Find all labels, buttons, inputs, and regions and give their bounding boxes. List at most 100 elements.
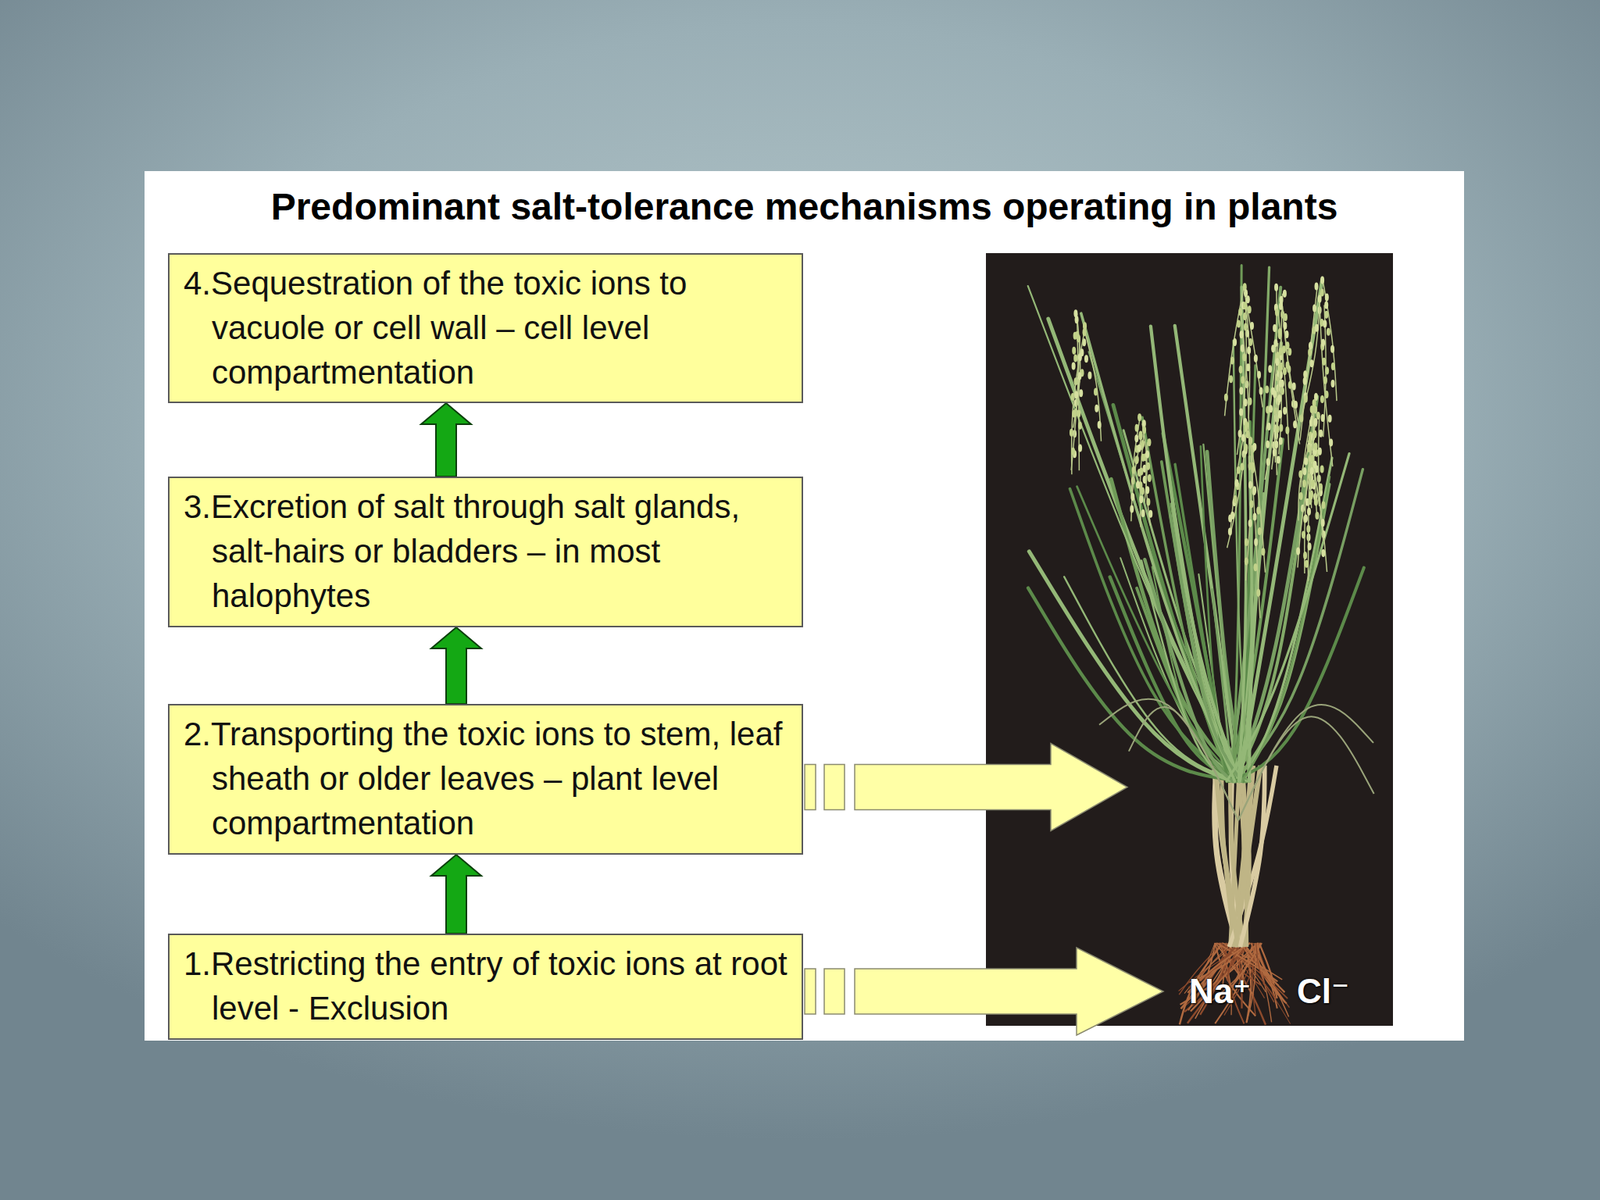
grain bbox=[1320, 288, 1325, 297]
grain bbox=[1320, 275, 1325, 284]
grain bbox=[1082, 328, 1087, 336]
grain bbox=[1239, 386, 1243, 395]
leaf-blade bbox=[1081, 313, 1236, 782]
grain bbox=[1264, 385, 1269, 393]
grain bbox=[1146, 462, 1150, 471]
grain bbox=[1301, 531, 1306, 540]
grain bbox=[1306, 525, 1311, 533]
grain bbox=[1243, 323, 1248, 332]
grain bbox=[1331, 379, 1336, 388]
grain bbox=[1314, 442, 1318, 451]
grain bbox=[1277, 394, 1282, 403]
grain bbox=[1257, 527, 1262, 536]
ion-label: Cl⁻ bbox=[1296, 971, 1350, 1011]
grain bbox=[1087, 371, 1092, 379]
grain bbox=[1069, 428, 1074, 437]
leaf-blade bbox=[1048, 318, 1244, 782]
grain bbox=[1134, 434, 1139, 443]
grain bbox=[1313, 417, 1318, 426]
grain bbox=[1320, 395, 1325, 404]
rice-plant bbox=[1028, 265, 1375, 1025]
panicle-branch bbox=[1301, 292, 1321, 417]
grain bbox=[1303, 514, 1308, 523]
panicle-branch bbox=[1230, 421, 1247, 535]
grain bbox=[1312, 430, 1317, 439]
grain bbox=[1272, 324, 1277, 333]
process-box: 2.Transporting the toxic ions to stem, l… bbox=[167, 703, 804, 855]
grain bbox=[1239, 330, 1244, 339]
grain bbox=[1314, 498, 1318, 507]
grain bbox=[1285, 360, 1290, 369]
grain bbox=[1309, 492, 1314, 500]
flow-arrow bbox=[421, 403, 472, 477]
grain bbox=[1275, 308, 1279, 317]
grain bbox=[1288, 381, 1293, 390]
pointer-arrows bbox=[804, 743, 1164, 1036]
grain bbox=[1278, 437, 1283, 446]
box-text: 3.Excretion of salt through salt glands,… bbox=[211, 484, 790, 618]
grain bbox=[1274, 283, 1279, 292]
arrow-tail-block bbox=[804, 764, 816, 811]
grain bbox=[1285, 341, 1290, 350]
leaf-blade bbox=[1226, 453, 1350, 782]
old-leaf bbox=[1128, 707, 1239, 821]
grain bbox=[1250, 461, 1255, 470]
grain bbox=[1084, 354, 1089, 363]
grain bbox=[1275, 425, 1279, 433]
grain bbox=[1071, 447, 1075, 456]
grain bbox=[1326, 328, 1331, 336]
grain bbox=[1252, 487, 1257, 496]
grain bbox=[1243, 443, 1248, 452]
arrow-tail-block bbox=[824, 968, 845, 1015]
grain bbox=[1298, 470, 1303, 479]
grain bbox=[1078, 353, 1083, 361]
grain bbox=[1075, 315, 1079, 324]
panicles bbox=[1069, 275, 1337, 618]
grain bbox=[1325, 293, 1329, 302]
panicle-branch bbox=[1131, 417, 1140, 492]
grain bbox=[1321, 549, 1325, 558]
grain bbox=[1138, 432, 1143, 440]
grain bbox=[1267, 364, 1272, 373]
grain bbox=[1278, 410, 1283, 419]
grain bbox=[1129, 505, 1134, 514]
grain bbox=[1328, 438, 1333, 447]
grain bbox=[1307, 507, 1311, 516]
arrow-tail-block bbox=[804, 968, 816, 1015]
grain bbox=[1243, 398, 1248, 407]
leaf-blade bbox=[1172, 496, 1242, 782]
grain bbox=[1137, 413, 1142, 422]
grain bbox=[1077, 371, 1082, 380]
grain bbox=[1292, 420, 1297, 429]
panicle-branch bbox=[1322, 279, 1337, 401]
grain bbox=[1331, 362, 1336, 371]
arrow-tail-block bbox=[824, 764, 845, 811]
grain bbox=[1134, 456, 1139, 465]
grain bbox=[1282, 345, 1286, 354]
panicle-branch bbox=[1083, 325, 1102, 442]
flow-arrow bbox=[431, 627, 482, 704]
grain bbox=[1276, 456, 1281, 465]
grain bbox=[1224, 393, 1229, 402]
grain bbox=[1278, 302, 1283, 311]
grain bbox=[1324, 300, 1329, 309]
grain bbox=[1299, 492, 1304, 500]
grain bbox=[1304, 560, 1309, 568]
grain bbox=[1274, 440, 1279, 449]
grain bbox=[1321, 339, 1325, 347]
grain bbox=[1328, 414, 1333, 423]
grain bbox=[1318, 482, 1323, 491]
leaf-blade bbox=[1028, 285, 1242, 782]
root-strand bbox=[1256, 942, 1290, 1008]
grain bbox=[1071, 346, 1076, 355]
grain bbox=[1233, 495, 1238, 504]
grain bbox=[1303, 370, 1308, 379]
process-box: 4.Sequestration of the toxic ions to vac… bbox=[167, 253, 804, 404]
grain bbox=[1303, 377, 1308, 386]
grain bbox=[1278, 328, 1283, 336]
flow-arrow bbox=[431, 854, 482, 934]
panicle-branch bbox=[1278, 312, 1290, 450]
grain bbox=[1246, 346, 1251, 355]
grain bbox=[1312, 304, 1317, 313]
